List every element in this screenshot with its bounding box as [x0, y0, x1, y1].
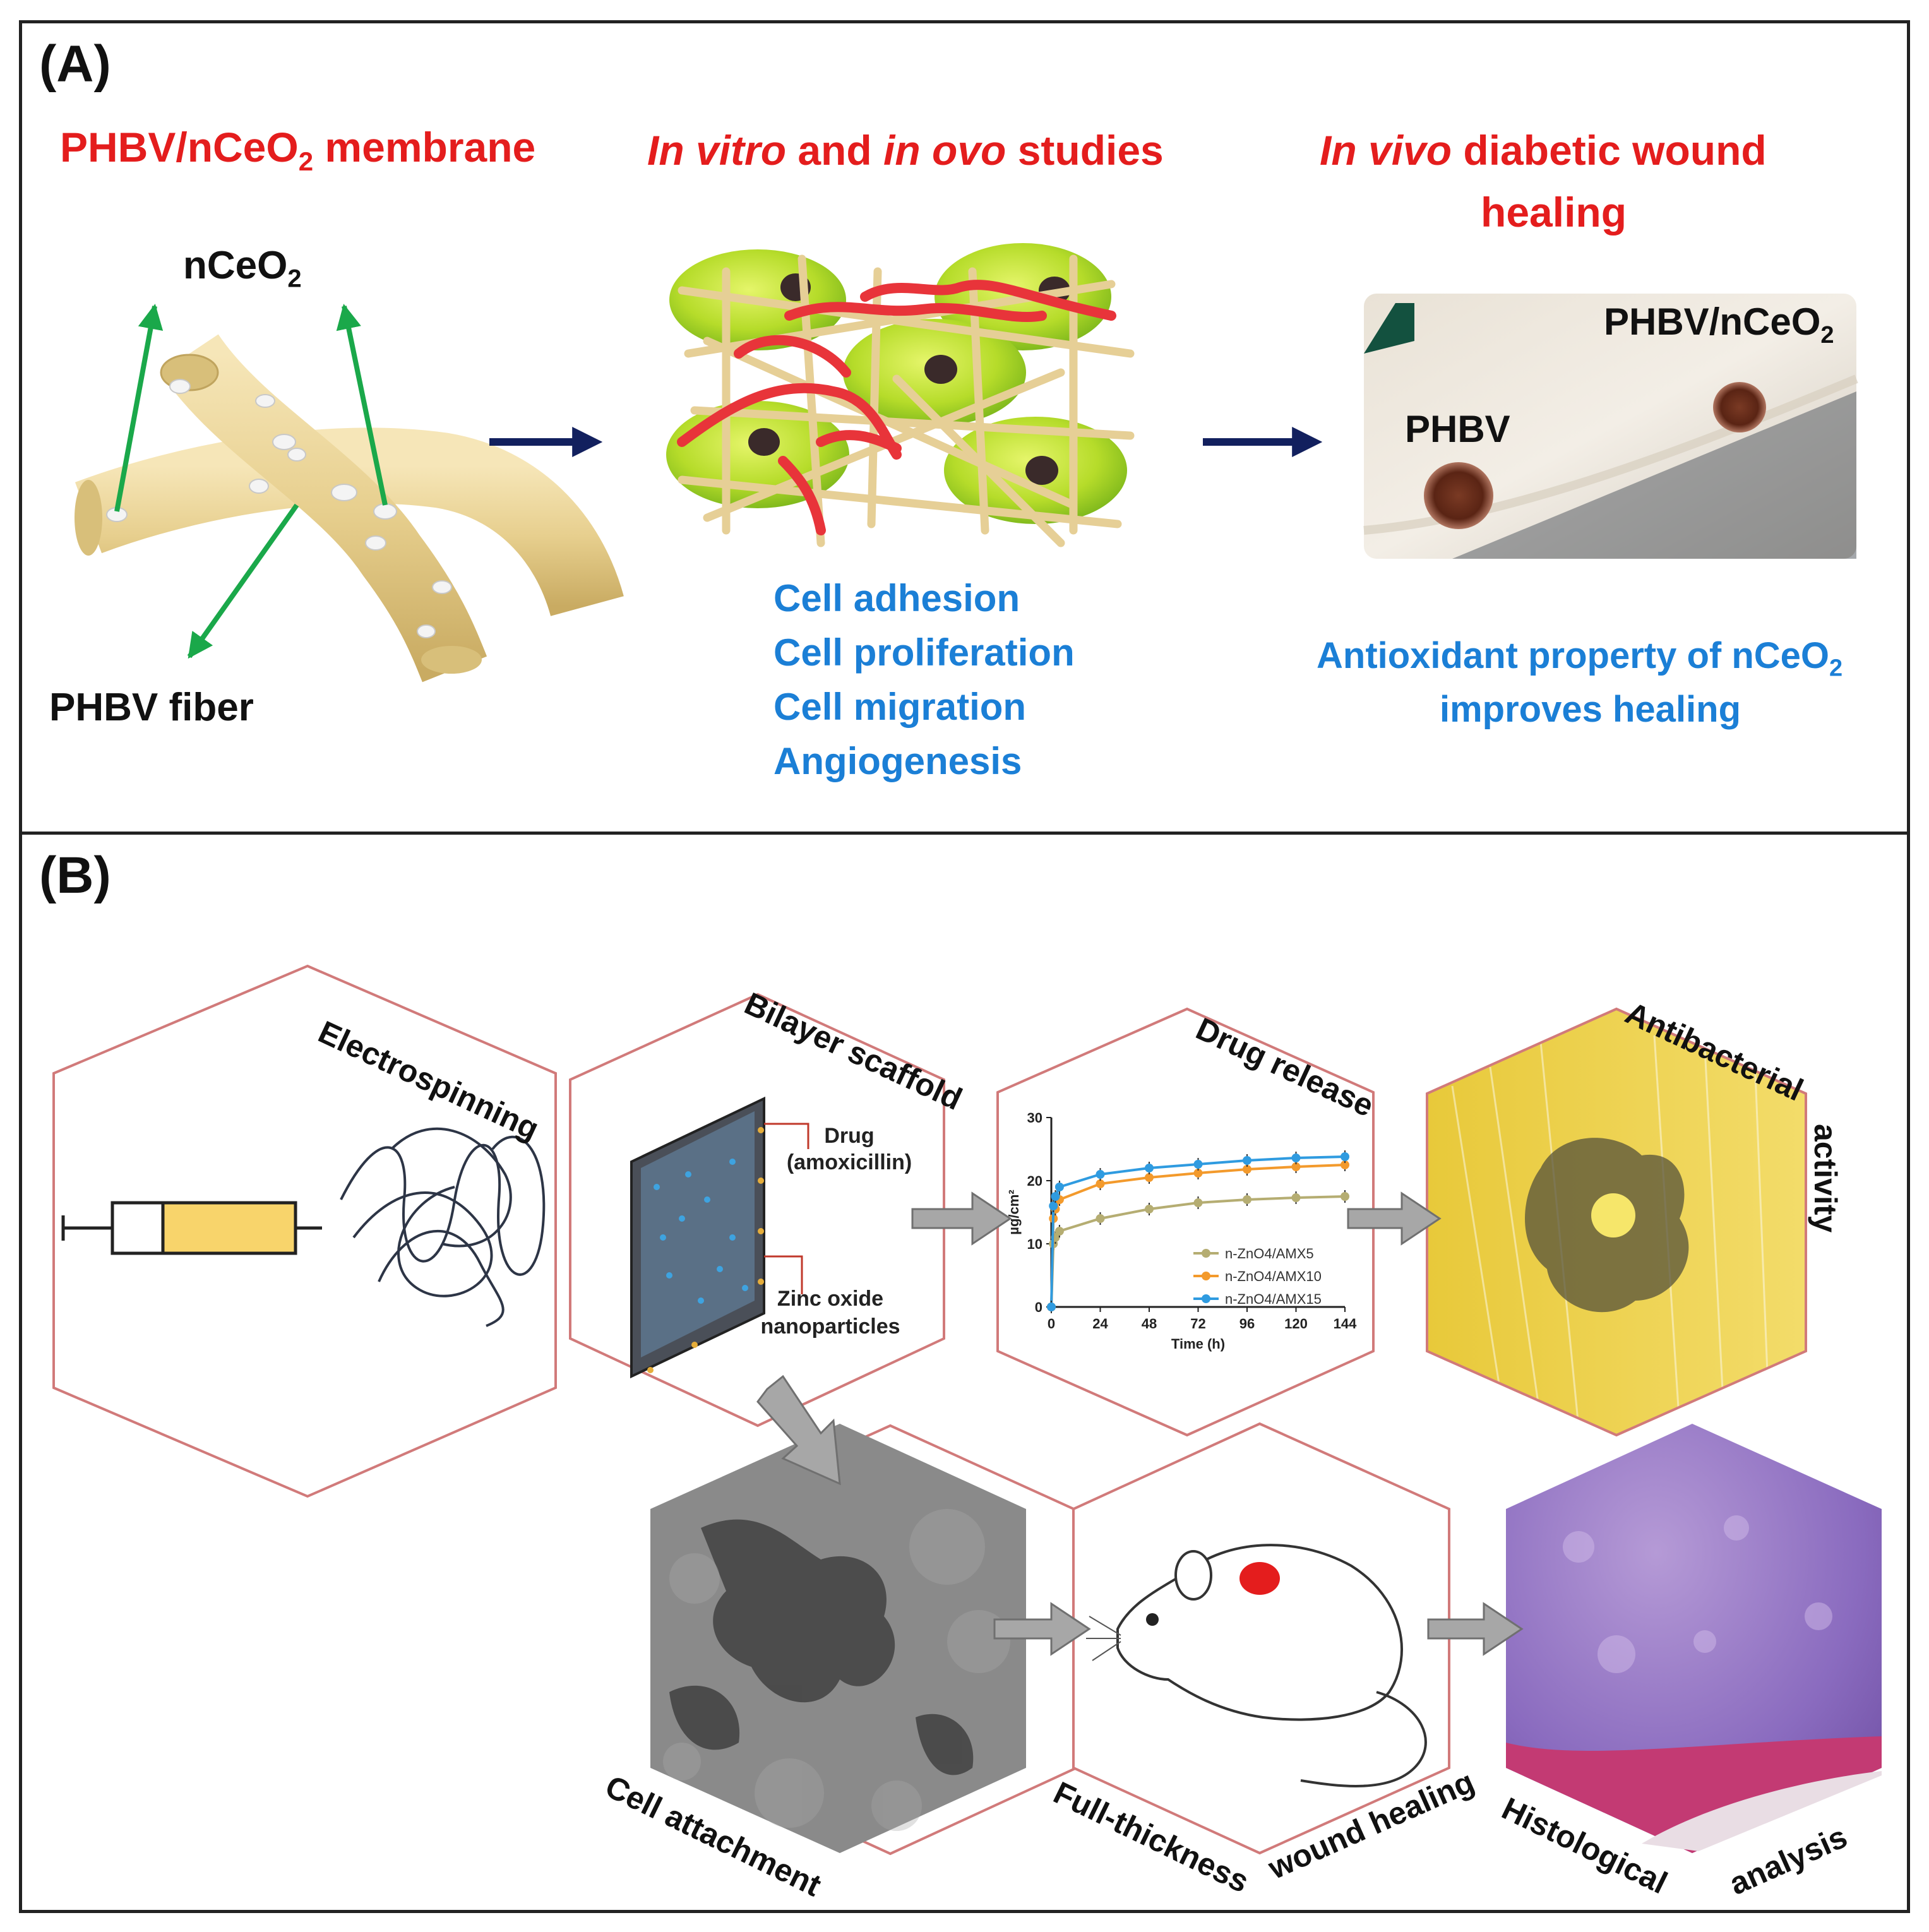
- green-pointer-arrows: [114, 304, 388, 659]
- cell-study-item: Cell proliferation: [773, 631, 1075, 674]
- chart-point: [1193, 1160, 1203, 1169]
- chart-point: [1193, 1169, 1203, 1178]
- chart-x-tick-label: 48: [1142, 1316, 1157, 1332]
- title-run: In vivo: [1320, 127, 1452, 174]
- antioxidant-sub: 2: [1829, 655, 1843, 682]
- chart-point: [1243, 1156, 1251, 1165]
- col1-title: PHBV/nCeO2 membrane: [60, 123, 535, 177]
- chart-point: [1096, 1214, 1105, 1223]
- nceo2-label: nCeO2: [183, 243, 302, 293]
- chart-point: [1049, 1202, 1058, 1210]
- chart-point: [1054, 1183, 1064, 1191]
- chart-legend-label: n-ZnO4/AMX5: [1225, 1246, 1314, 1261]
- chart-point: [1193, 1198, 1203, 1207]
- electrospun-fiber-mesh: [340, 1127, 546, 1327]
- chart-series-line: [1050, 1164, 1346, 1308]
- title-run: studies: [1006, 127, 1164, 174]
- chart-point: [1291, 1154, 1301, 1162]
- chart-y-tick-label: 30: [1027, 1110, 1042, 1126]
- chart-point: [1243, 1165, 1251, 1174]
- chart-point: [1051, 1192, 1060, 1201]
- phbv-fiber-label: PHBV fiber: [49, 686, 254, 729]
- chart-point: [1291, 1193, 1301, 1202]
- chart-y-tick-label: 0: [1035, 1299, 1042, 1315]
- diabetic-wound-photo: [1363, 294, 1858, 559]
- antibacterial-plate: [1426, 1007, 1807, 1437]
- chart-x-tick-label: 24: [1092, 1316, 1108, 1332]
- chart-point: [1341, 1152, 1349, 1161]
- chart-point: [1291, 1162, 1301, 1171]
- hex-label-activity: activity: [1808, 1124, 1843, 1233]
- title-run: diabetic wound: [1452, 127, 1767, 174]
- scaffold-drug-label: Drug (amoxicillin): [777, 1123, 922, 1176]
- title-run: and: [786, 127, 884, 174]
- scaffold-zinc-line1: Zinc oxide: [777, 1287, 884, 1311]
- chart-x-tick-label: 72: [1190, 1316, 1205, 1332]
- chart-y-tick-label: 10: [1027, 1236, 1042, 1252]
- col1-title-sub: 2: [298, 146, 314, 177]
- col1-title-post: membrane: [313, 124, 536, 170]
- antioxidant-caption: Antioxidant property of nCeO2: [1317, 635, 1842, 683]
- chart-series-line: [1050, 1155, 1346, 1308]
- nceo2-text: nCeO: [183, 244, 288, 287]
- chart-point: [1047, 1303, 1056, 1311]
- phbv-fiber-illustration: [75, 333, 624, 683]
- syringe-icon: [61, 1201, 322, 1255]
- chart-legend-marker: [1202, 1272, 1210, 1280]
- antioxidant-caption-line2: improves healing: [1440, 689, 1741, 730]
- scaffold-drug-line2: (amoxicillin): [786, 1150, 912, 1174]
- chart-y-label: µg/cm²: [1006, 1190, 1022, 1234]
- scaffold-zinc-label: Zinc oxide nanoparticles: [742, 1285, 919, 1340]
- mouse-illustration: [1072, 1422, 1450, 1855]
- title-run: In vitro: [647, 127, 787, 174]
- chart-legend-label: n-ZnO4/AMX10: [1225, 1268, 1322, 1284]
- grey-flow-arrows: [756, 1191, 1524, 1656]
- chart-point: [1243, 1195, 1251, 1204]
- chart-legend-marker: [1202, 1294, 1210, 1303]
- chart-point: [1145, 1173, 1154, 1182]
- bilayer-scaffold-illustration: [630, 1096, 809, 1379]
- cell-study-item: Cell migration: [773, 686, 1027, 728]
- col3-title-line1: In vivo diabetic wound: [1320, 126, 1767, 174]
- antioxidant-line1: Antioxidant property of nCeO: [1317, 635, 1829, 676]
- panel-b-label: (B): [39, 847, 111, 904]
- chart-x-tick-label: 0: [1048, 1316, 1055, 1332]
- cell-scaffold-illustration: [666, 243, 1135, 547]
- chart-x-tick-label: 120: [1284, 1316, 1308, 1332]
- cell-study-item: Angiogenesis: [773, 740, 1022, 782]
- chart-point: [1145, 1205, 1154, 1213]
- chart-point: [1341, 1192, 1349, 1201]
- col3-title-line2: healing: [1481, 189, 1627, 236]
- col2-title: In vitro and in ovo studies: [647, 126, 1164, 174]
- chart-point: [1096, 1179, 1105, 1188]
- chart-point: [1054, 1227, 1064, 1236]
- photo-label-phbv: PHBV: [1405, 408, 1510, 450]
- scaffold-drug-line1: Drug: [824, 1124, 875, 1148]
- chart-point: [1096, 1170, 1105, 1179]
- chart-x-label: Time (h): [1171, 1336, 1225, 1352]
- chart-point: [1341, 1160, 1349, 1169]
- panel-a-label: (A): [39, 35, 111, 93]
- chart-x-tick-label: 96: [1239, 1316, 1255, 1332]
- photo-label-composite-text: PHBV/nCeO: [1604, 301, 1821, 343]
- cell-study-item: Cell adhesion: [773, 577, 1020, 619]
- chart-x-tick-label: 144: [1334, 1316, 1357, 1332]
- photo-label-composite-sub: 2: [1820, 322, 1834, 349]
- histology-image: [1506, 1424, 1882, 1853]
- chart-legend-marker: [1202, 1249, 1210, 1258]
- cell-study-list: Cell adhesion Cell proliferation Cell mi…: [773, 571, 1075, 789]
- chart-y-tick-label: 20: [1027, 1173, 1042, 1189]
- scaffold-zinc-line2: nanoparticles: [760, 1315, 900, 1339]
- chart-point: [1145, 1164, 1154, 1172]
- sem-cell-attachment-image: [650, 1424, 1026, 1853]
- nceo2-sub: 2: [287, 265, 302, 293]
- title-run: in ovo: [883, 127, 1006, 174]
- photo-label-composite: PHBV/nCeO2: [1604, 300, 1834, 349]
- chart-legend-label: n-ZnO4/AMX15: [1225, 1291, 1322, 1307]
- col1-title-text: PHBV/nCeO: [60, 124, 299, 170]
